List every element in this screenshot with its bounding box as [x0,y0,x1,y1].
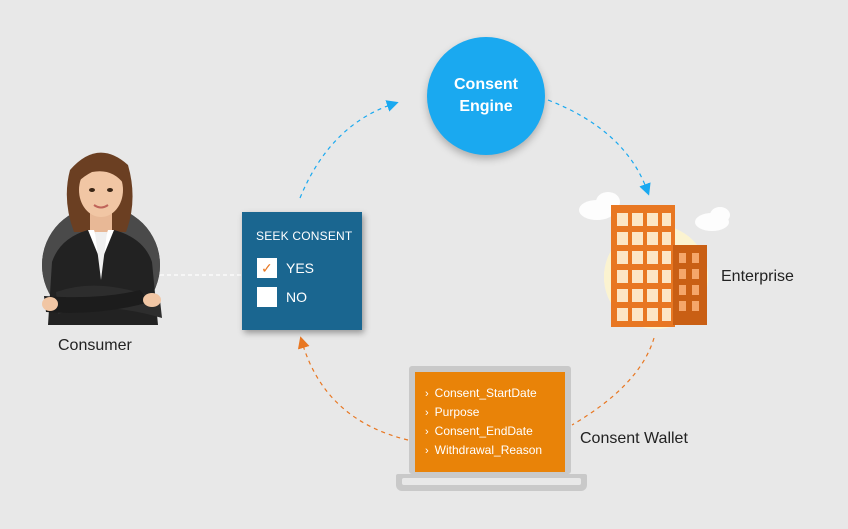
list-item: Consent_StartDate [425,384,542,403]
arrow-enterprise-to-wallet [571,337,655,426]
check-icon: ✓ [261,260,273,276]
consent-engine: Consent Engine [427,37,545,155]
option-yes-label: YES [286,260,315,276]
option-no-label: NO [286,289,307,305]
consent-engine-line1: Consent [454,76,518,93]
list-item: Consent_EndDate [425,422,542,441]
wallet-fields-list: Consent_StartDate Purpose Consent_EndDat… [425,384,542,460]
laptop-base [396,474,587,491]
consumer-label: Consumer [58,337,132,354]
consent-engine-line2: Engine [459,98,513,115]
list-item: Purpose [425,403,542,422]
seek-consent-title: SEEK CONSENT [256,229,353,243]
arrow-engine-to-enterprise [547,99,651,196]
wallet-screen: Consent_StartDate Purpose Consent_EndDat… [415,372,565,472]
seek-consent-card: SEEK CONSENT ✓ YES NO [242,212,362,330]
consent-wallet-label: Consent Wallet [580,430,688,447]
laptop-icon: Consent_StartDate Purpose Consent_EndDat… [409,366,571,474]
arrow-seek-to-engine [299,100,399,199]
option-no[interactable]: NO [257,287,307,307]
option-yes[interactable]: ✓ YES [257,258,314,278]
enterprise-label: Enterprise [721,268,794,285]
enterprise-building [579,192,730,329]
list-item: Withdrawal_Reason [425,441,542,460]
no-checkbox[interactable] [257,287,277,307]
consumer-avatar [42,152,162,325]
arrow-wallet-to-seek [297,336,409,441]
yes-checkbox[interactable]: ✓ [257,258,277,278]
